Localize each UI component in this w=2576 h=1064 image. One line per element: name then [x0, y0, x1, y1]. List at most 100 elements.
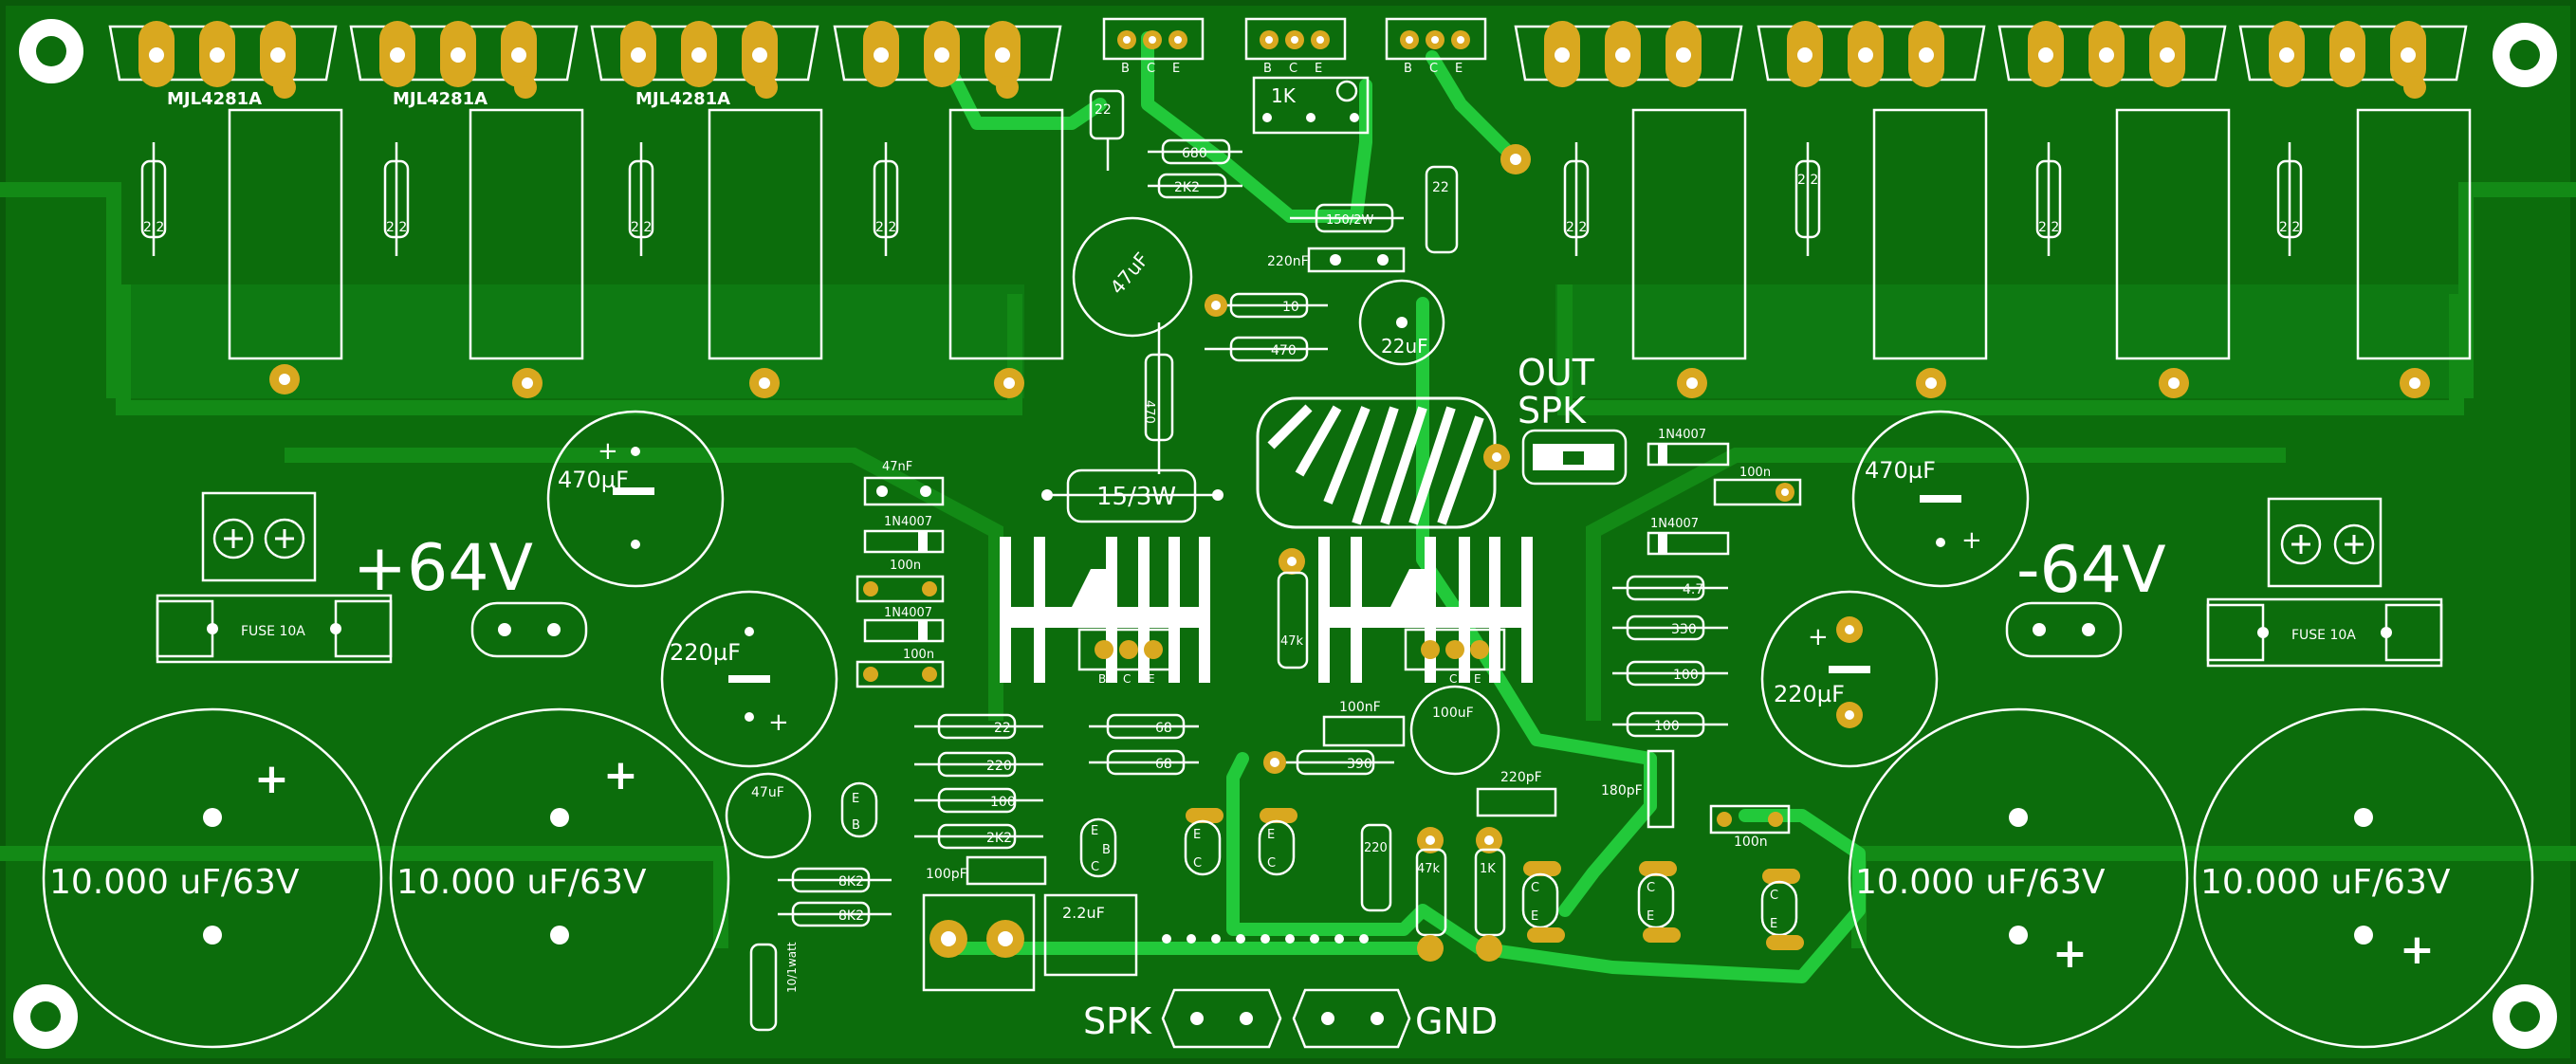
- transistor-q7: [1997, 21, 2227, 87]
- fuse-right-label: FUSE 10A: [2291, 628, 2356, 643]
- st4-e: E: [1647, 909, 1654, 924]
- small-transistor-3: C E: [1521, 861, 1565, 943]
- c100p-label: 100pF: [926, 867, 967, 882]
- r1k-label: 1K: [1480, 862, 1496, 876]
- mounting-hole-top-left: [19, 19, 83, 83]
- small-transistor-4: C E: [1637, 861, 1681, 943]
- r220v-label: 220: [1364, 841, 1388, 855]
- c180pf-label: 180pF: [1601, 783, 1643, 798]
- bulk-cap-4-plus: +: [2400, 926, 2435, 974]
- r-emitter-4: 2,2: [875, 220, 896, 235]
- bulk-cap-3-plus: +: [2052, 929, 2088, 978]
- mounting-hole-bottom-right: [2493, 984, 2557, 1049]
- output-coil: [1256, 396, 1510, 529]
- r-emitter-2: 2,2: [386, 220, 407, 235]
- power-plus-section: +64V FUSE 10A 470µF + 220µF +: [156, 410, 838, 768]
- small-transistor-1: E C: [1184, 808, 1224, 876]
- r10-label: 10: [1282, 300, 1299, 315]
- r47k-label: 47k: [1280, 634, 1304, 649]
- driver-transistor-top-1: B C E: [1102, 17, 1205, 76]
- pin-e-1: E: [1172, 62, 1180, 76]
- r68a-label: 68: [1155, 721, 1172, 736]
- mounting-hole-bottom-left: [13, 984, 78, 1049]
- transistor-q3: MJL4281A: [590, 21, 819, 109]
- c220u-right-label: 220µF: [1774, 681, 1845, 707]
- heatsink-right-pin-e: E: [1474, 672, 1481, 686]
- bulk-capacitors: 10.000 uF/63V + 10.000 uF/63V + 10.000 u…: [42, 707, 2534, 1049]
- r2k2b-label: 2K2: [986, 831, 1012, 846]
- heatsink-right: B C E: [1318, 537, 1533, 686]
- transistor-label-2: MJL4281A: [393, 89, 488, 109]
- q-small-1-pin-b: B: [852, 818, 860, 833]
- bulk-cap-2-label: 10.000 uF/63V: [396, 863, 647, 902]
- speaker-connector: SPK: [1083, 988, 1282, 1049]
- r22-vertical-label: 22: [1432, 180, 1449, 195]
- r8k2a-label: 8K2: [838, 874, 864, 890]
- heatsink-left: B C E: [1000, 537, 1210, 686]
- pin-c-2: C: [1289, 62, 1297, 76]
- transistor-q8: [2238, 21, 2468, 99]
- driver-transistor-top-3: B C E: [1385, 17, 1487, 76]
- input-connector: 2.2uF: [922, 893, 1369, 992]
- r2k2-label: 2K2: [1174, 180, 1200, 195]
- c220u-plus: +: [768, 708, 789, 737]
- c100n-b-label: 100n: [903, 648, 934, 662]
- c47n-label: 47nF: [882, 460, 912, 474]
- mounting-hole-top-right: [2493, 23, 2557, 87]
- middle-signal-components: 68 68 E B C 100nF 390 100uF 220pF 220 47…: [1079, 685, 1791, 962]
- c220u-right-plus: +: [1808, 623, 1829, 651]
- bulk-cap-1: 10.000 uF/63V +: [42, 707, 383, 1049]
- c22u-film-label: 2.2uF: [1062, 904, 1105, 922]
- bulk-cap-1-plus: +: [254, 755, 289, 803]
- d1-label: 1N4007: [884, 515, 932, 529]
- bulk-cap-3: 10.000 uF/63V +: [1848, 707, 2189, 1049]
- transistor-q1: MJL4281A: [108, 21, 338, 109]
- r22b-label: 22: [994, 721, 1011, 736]
- heatsink-left-pin-e: E: [1148, 672, 1155, 686]
- r390-label: 390: [1347, 757, 1372, 772]
- transistor-q6: [1757, 21, 1986, 87]
- q-small-2-pin-c: C: [1091, 860, 1099, 874]
- r150-label: 150/2W: [1326, 213, 1373, 228]
- c470u-right-label: 470µF: [1865, 457, 1936, 484]
- r68b-label: 68: [1155, 757, 1172, 772]
- r8k2b-label: 8K2: [838, 908, 864, 924]
- bulk-cap-4: 10.000 uF/63V +: [2193, 707, 2534, 1049]
- r100-label: 100: [990, 795, 1016, 810]
- r-emitter-3: 2,2: [631, 220, 652, 235]
- r-emitter-6: 2,2: [1797, 173, 1818, 188]
- power-transistors-right: [1514, 21, 2468, 99]
- fuse-left-label: FUSE 10A: [241, 624, 305, 639]
- st2-e: E: [1267, 828, 1275, 842]
- small-transistor-2: E C: [1258, 808, 1297, 876]
- pin-c-3: C: [1429, 62, 1438, 76]
- pin-b-1: B: [1121, 62, 1130, 76]
- c220pf-label: 220pF: [1500, 770, 1542, 785]
- st3-e: E: [1531, 909, 1538, 924]
- base-resistors: 2,2 2,2 2,2 2,2 2,2 2,2 2,2 2,2: [140, 142, 2303, 256]
- transistor-label-1: MJL4281A: [167, 89, 262, 109]
- pin-b-3: B: [1404, 62, 1412, 76]
- heatsink-left-pin-c: C: [1123, 672, 1131, 686]
- r470-label: 470: [1271, 343, 1297, 358]
- spk-top-label: SPK: [1518, 390, 1587, 431]
- minus-voltage-label: -64V: [2016, 533, 2166, 608]
- gnd-label: GND: [1415, 1000, 1498, 1042]
- r15-label: 15/3W: [1096, 483, 1176, 511]
- r47k-b-label: 47k: [1417, 862, 1441, 876]
- r-emitter-8: 2,2: [2279, 220, 2300, 235]
- ground-connector: GND: [1292, 988, 1498, 1049]
- traces: [932, 31, 1866, 983]
- st5-e: E: [1770, 917, 1777, 931]
- c100n-c-label: 100n: [1734, 835, 1768, 850]
- top-center-components: 22 680 2K2 1K 150/2W 22 220nF 10 470 47u…: [1072, 76, 1459, 474]
- d4-label: 1N4007: [1650, 517, 1699, 531]
- c100nf-label: 100nF: [1339, 700, 1381, 715]
- r100b-label: 100: [1673, 668, 1699, 683]
- r-emitter-5: 2,2: [1566, 220, 1587, 235]
- r-emitter-1: 2,2: [143, 220, 164, 235]
- small-transistor-5: C E: [1760, 869, 1804, 950]
- transistor-q4: [833, 21, 1062, 99]
